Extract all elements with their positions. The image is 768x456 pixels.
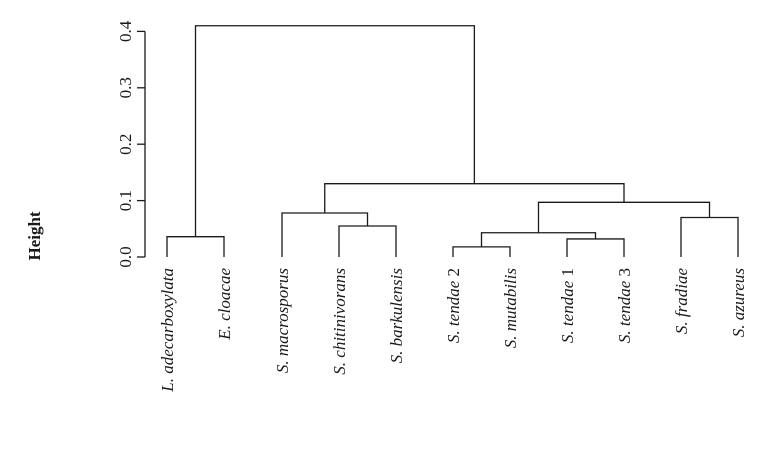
leaf-label: S. mutabilis: [501, 268, 520, 349]
y-tick-label: 0.4: [116, 20, 135, 42]
leaf-labels: L. adecarboxylata E. cloacae S. macrosporu…: [158, 268, 748, 393]
dendrogram-branch: [166, 236, 225, 257]
y-tick-label: 0.2: [116, 134, 135, 155]
y-axis-label: Height: [25, 211, 44, 260]
dendrogram-branches: [166, 25, 739, 257]
dendrogram-branch: [452, 246, 511, 257]
dendrogram-branch: [566, 238, 625, 257]
y-axis: 0.0 0.1 0.2 0.3 0.4: [116, 20, 146, 268]
y-tick-label: 0.1: [116, 190, 135, 211]
y-tick-label: 0.3: [116, 77, 135, 98]
leaf-label: S. fradiae: [672, 268, 691, 335]
leaf-label: E. cloacae: [215, 268, 234, 341]
leaf-label: S. azureus: [729, 268, 748, 338]
dendrogram-branch: [480, 232, 597, 247]
leaf-label: S. tendae 1: [558, 268, 577, 343]
leaf-label: S. tendae 2: [444, 268, 463, 343]
dendrogram-branch: [338, 225, 397, 257]
y-tick-label: 0.0: [116, 246, 135, 267]
leaf-label: S. tendae 3: [615, 268, 634, 343]
dendrogram-branch: [680, 216, 739, 257]
leaf-label: S. chitinivorans: [330, 268, 349, 375]
dendrogram-branch: [281, 212, 369, 257]
leaf-label: L. adecarboxylata: [158, 268, 177, 393]
leaf-label: S. barkulensis: [387, 268, 406, 364]
dendrogram-branch: [324, 183, 625, 214]
dendrogram-branch: [194, 25, 476, 237]
leaf-label: S. macrosporus: [273, 268, 292, 374]
